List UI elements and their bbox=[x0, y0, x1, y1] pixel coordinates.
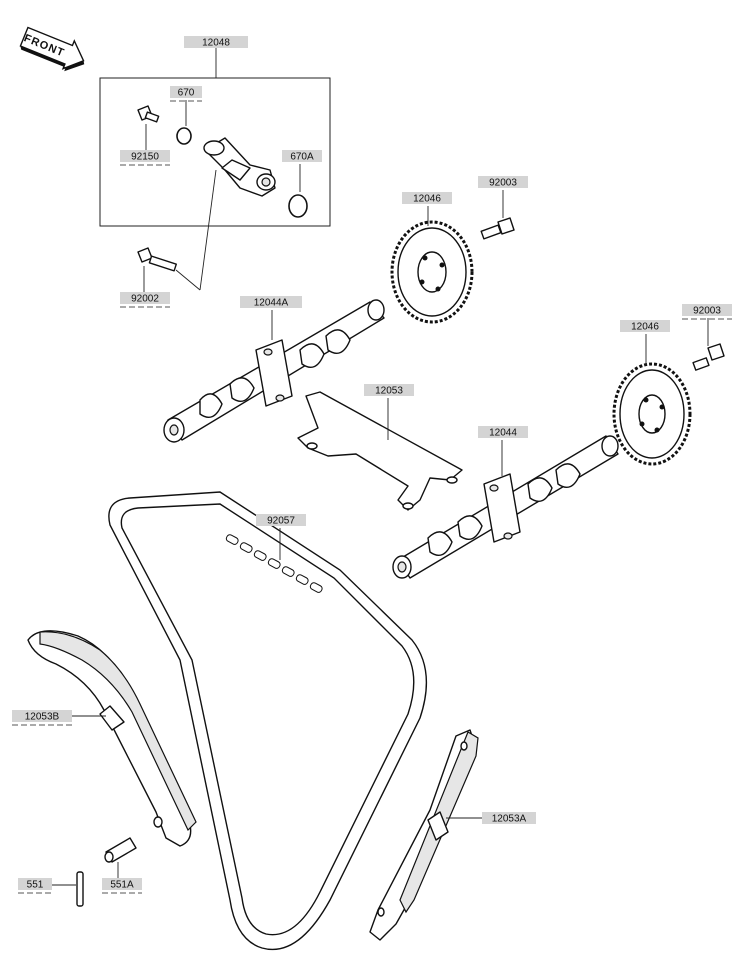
pin-551a-part bbox=[104, 837, 137, 878]
label-551a: 551A bbox=[102, 878, 142, 894]
label-12053a: 12053A bbox=[482, 812, 536, 825]
pin-551-part bbox=[52, 871, 84, 907]
tensioner-assembly-box bbox=[99, 48, 331, 227]
label-12046-right: 12046 bbox=[620, 320, 670, 333]
svg-text:12053A: 12053A bbox=[492, 814, 527, 825]
svg-text:670: 670 bbox=[178, 88, 195, 99]
camshaft-12044a-part bbox=[163, 299, 385, 443]
label-551: 551 bbox=[18, 878, 52, 894]
label-92003-top: 92003 bbox=[478, 176, 528, 189]
o-ring-670-part bbox=[176, 100, 192, 145]
svg-text:551A: 551A bbox=[110, 880, 134, 891]
bolt-92003-top-part bbox=[480, 190, 515, 240]
chain-guide-12053-part bbox=[297, 391, 463, 511]
label-12053b: 12053B bbox=[12, 710, 72, 726]
svg-text:12053B: 12053B bbox=[25, 712, 60, 723]
label-12044a: 12044A bbox=[240, 296, 302, 309]
label-12046-top: 12046 bbox=[402, 192, 452, 205]
label-12044: 12044 bbox=[478, 426, 528, 439]
chain-guide-12053b-part bbox=[27, 630, 197, 847]
svg-text:12048: 12048 bbox=[202, 38, 230, 49]
front-arrow-icon: FRONT bbox=[19, 26, 85, 72]
sprocket-12046-right-part bbox=[612, 334, 692, 466]
svg-text:12046: 12046 bbox=[631, 322, 659, 333]
svg-text:12044A: 12044A bbox=[254, 298, 289, 309]
bolt-92150-part bbox=[137, 105, 160, 150]
bolt-92003-right-part bbox=[692, 318, 725, 371]
label-12048: 12048 bbox=[184, 36, 248, 49]
sprocket-12046-top-part bbox=[390, 206, 474, 324]
label-92002: 92002 bbox=[120, 292, 170, 308]
label-670a: 670A bbox=[282, 150, 322, 163]
label-92003-right: 92003 bbox=[682, 304, 732, 320]
label-12053: 12053 bbox=[364, 384, 414, 397]
svg-text:92003: 92003 bbox=[693, 306, 721, 317]
svg-text:92003: 92003 bbox=[489, 178, 517, 189]
camshaft-12044-part bbox=[392, 435, 619, 579]
bolt-92002-part bbox=[137, 247, 201, 292]
svg-text:12046: 12046 bbox=[413, 194, 441, 205]
chain-link-detail bbox=[225, 534, 323, 593]
label-670: 670 bbox=[170, 86, 202, 102]
o-ring-670a-part bbox=[288, 164, 308, 218]
cam-chain-tensioner-part bbox=[199, 137, 276, 291]
svg-text:12053: 12053 bbox=[375, 386, 403, 397]
svg-text:92057: 92057 bbox=[267, 516, 295, 527]
svg-text:92002: 92002 bbox=[131, 294, 159, 305]
cam-chain-92057-part bbox=[108, 491, 428, 951]
label-92057: 92057 bbox=[256, 514, 306, 527]
label-92150: 92150 bbox=[120, 150, 170, 166]
svg-text:12044: 12044 bbox=[489, 428, 517, 439]
svg-text:551: 551 bbox=[27, 880, 44, 891]
svg-text:670A: 670A bbox=[290, 152, 314, 163]
svg-text:92150: 92150 bbox=[131, 152, 159, 163]
chain-guide-12053a-part bbox=[369, 729, 482, 941]
